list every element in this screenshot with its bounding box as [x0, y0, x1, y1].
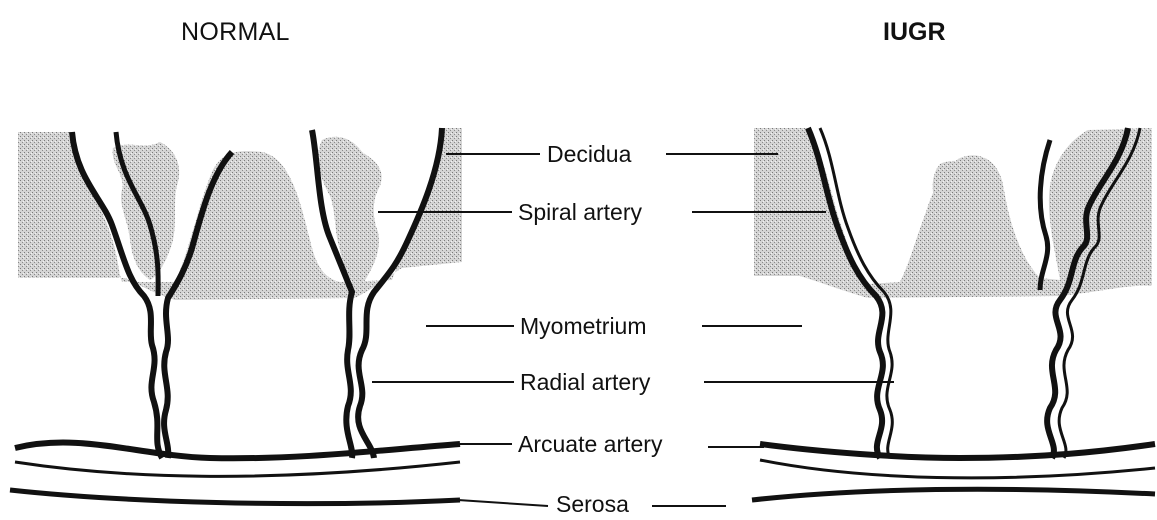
iugr-panel — [752, 128, 1155, 500]
normal-panel — [10, 128, 462, 504]
label-myometrium: Myometrium — [520, 313, 647, 339]
normal-decidua-band — [18, 128, 462, 300]
iugr-serosa — [752, 489, 1155, 500]
label-serosa: Serosa — [556, 491, 629, 517]
iugr-arcuate-artery-bottom — [760, 460, 1155, 478]
label-arcuate-artery: Arcuate artery — [518, 431, 663, 457]
normal-arcuate-artery-top — [15, 443, 460, 459]
iugr-spiral-branch — [1040, 140, 1050, 290]
normal-decidua-lobe-2 — [318, 137, 382, 288]
label-spiral-artery: Spiral artery — [518, 199, 642, 225]
iugr-arcuate-artery-top — [760, 444, 1155, 458]
normal-serosa — [10, 490, 460, 504]
normal-arcuate-artery-bottom — [15, 462, 460, 476]
label-decidua: Decidua — [547, 141, 632, 167]
label-radial-artery: Radial artery — [520, 369, 651, 395]
serosa-leader-left — [458, 500, 548, 506]
